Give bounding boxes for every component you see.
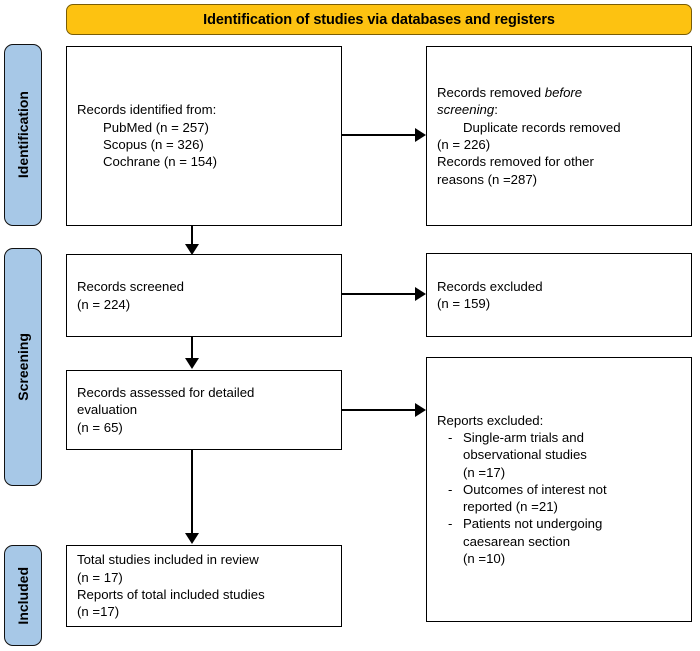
stage-label-included: Included — [15, 566, 31, 625]
records-removed-other-count: reasons (n =287) — [437, 171, 538, 187]
stage-label-screening: Screening — [15, 333, 31, 401]
records-screened-count: (n = 224) — [77, 296, 131, 312]
records-removed-heading-line1: Records removed before — [437, 84, 681, 101]
reports-excluded-heading: Reports excluded: — [437, 412, 544, 428]
box-records-excluded-body: Records excluded (n = 159) — [427, 278, 691, 313]
records-removed-heading-italic-screening: screening — [437, 102, 495, 118]
reports-excluded-item-count: (n =10) — [463, 550, 506, 566]
box-reports-excluded-body: Reports excluded: - Single-arm trials an… — [427, 412, 691, 568]
reports-excluded-item-text: Patients not undergoing caesarean sectio… — [463, 515, 681, 567]
records-removed-heading-italic-before: before — [544, 85, 583, 101]
box-records-assessed: Records assessed for detailed evaluation… — [66, 370, 342, 450]
box-records-screened-body: Records screened (n = 224) — [67, 278, 341, 313]
reports-excluded-item-count: reported (n =21) — [463, 499, 558, 515]
reports-excluded-item-line: Patients not undergoing — [463, 516, 603, 532]
stage-bar-included: Included — [4, 545, 42, 646]
records-excluded-count: (n = 159) — [437, 296, 491, 311]
bullet-dash-icon: - — [448, 516, 453, 532]
reports-excluded-item-text: Single-arm trials and observational stud… — [463, 429, 681, 481]
records-identified-pubmed: PubMed (n = 257) — [103, 119, 209, 135]
records-removed-heading-colon: : — [494, 102, 498, 118]
records-assessed-count: (n = 65) — [77, 419, 123, 435]
box-records-removed-body: Records removed before screening: Duplic… — [427, 84, 691, 188]
header-banner-title: Identification of studies via databases … — [203, 11, 555, 28]
bullet-dash-icon: - — [448, 430, 453, 446]
arrow-shaft — [191, 450, 194, 534]
records-identified-scopus: Scopus (n = 326) — [103, 137, 204, 152]
records-removed-duplicates: Duplicate records removed — [463, 119, 621, 135]
reports-excluded-item: - Single-arm trials and observational st… — [437, 429, 681, 481]
box-records-screened: Records screened (n = 224) — [66, 254, 342, 337]
reports-excluded-item-line: caesarean section — [463, 533, 571, 549]
arrow-head-down-icon — [184, 358, 199, 369]
box-records-identified-body: Records identified from: PubMed (n = 257… — [67, 101, 341, 170]
reports-excluded-item-line: observational studies — [463, 447, 587, 463]
stage-bar-screening: Screening — [4, 248, 42, 486]
records-removed-heading-text: Records removed — [437, 85, 545, 101]
total-studies-included-count: (n = 17) — [77, 569, 123, 585]
records-assessed-label-line1: Records assessed for detailed — [77, 385, 255, 401]
stage-label-identification: Identification — [15, 91, 31, 179]
arrow-head-down-icon — [184, 533, 199, 544]
reports-of-total-included-label: Reports of total included studies — [77, 587, 265, 602]
box-records-excluded: Records excluded (n = 159) — [426, 253, 692, 337]
arrow-head-right-icon — [415, 127, 426, 142]
box-records-assessed-body: Records assessed for detailed evaluation… — [67, 384, 341, 436]
reports-excluded-item-text: Outcomes of interest not reported (n =21… — [463, 481, 681, 516]
reports-excluded-item: - Outcomes of interest not reported (n =… — [437, 481, 681, 516]
arrow-shaft — [342, 293, 416, 296]
reports-of-total-included-count: (n =17) — [77, 604, 120, 620]
records-identified-heading: Records identified from: — [77, 102, 217, 118]
records-removed-other: Records removed for other — [437, 154, 594, 170]
arrow-head-down-icon — [184, 244, 199, 255]
arrow-shaft — [342, 134, 416, 137]
records-assessed-label-line2: evaluation — [77, 402, 138, 418]
box-reports-excluded: Reports excluded: - Single-arm trials an… — [426, 357, 692, 622]
header-banner: Identification of studies via databases … — [66, 4, 692, 35]
box-records-identified: Records identified from: PubMed (n = 257… — [66, 46, 342, 226]
arrow-head-right-icon — [415, 402, 426, 417]
records-excluded-label: Records excluded — [437, 278, 543, 294]
records-identified-cochrane: Cochrane (n = 154) — [103, 154, 217, 170]
total-studies-included-label: Total studies included in review — [77, 552, 259, 568]
records-screened-label: Records screened — [77, 279, 185, 295]
reports-excluded-item-line: Outcomes of interest not — [463, 481, 607, 497]
stage-bar-identification: Identification — [4, 44, 42, 226]
box-total-studies-included-body: Total studies included in review (n = 17… — [67, 551, 341, 620]
arrow-shaft — [342, 409, 416, 412]
arrow-head-right-icon — [415, 286, 426, 301]
box-records-removed-before-screening: Records removed before screening: Duplic… — [426, 46, 692, 226]
arrow-shaft — [191, 226, 194, 245]
box-total-studies-included: Total studies included in review (n = 17… — [66, 545, 342, 627]
arrow-shaft — [191, 337, 194, 359]
records-removed-duplicates-count: (n = 226) — [437, 137, 491, 152]
records-removed-heading-line2: screening: — [437, 101, 681, 118]
reports-excluded-item-line: Single-arm trials and — [463, 430, 584, 446]
reports-excluded-item: - Patients not undergoing caesarean sect… — [437, 515, 681, 567]
reports-excluded-item-count: (n =17) — [463, 464, 506, 480]
bullet-dash-icon: - — [448, 481, 453, 497]
